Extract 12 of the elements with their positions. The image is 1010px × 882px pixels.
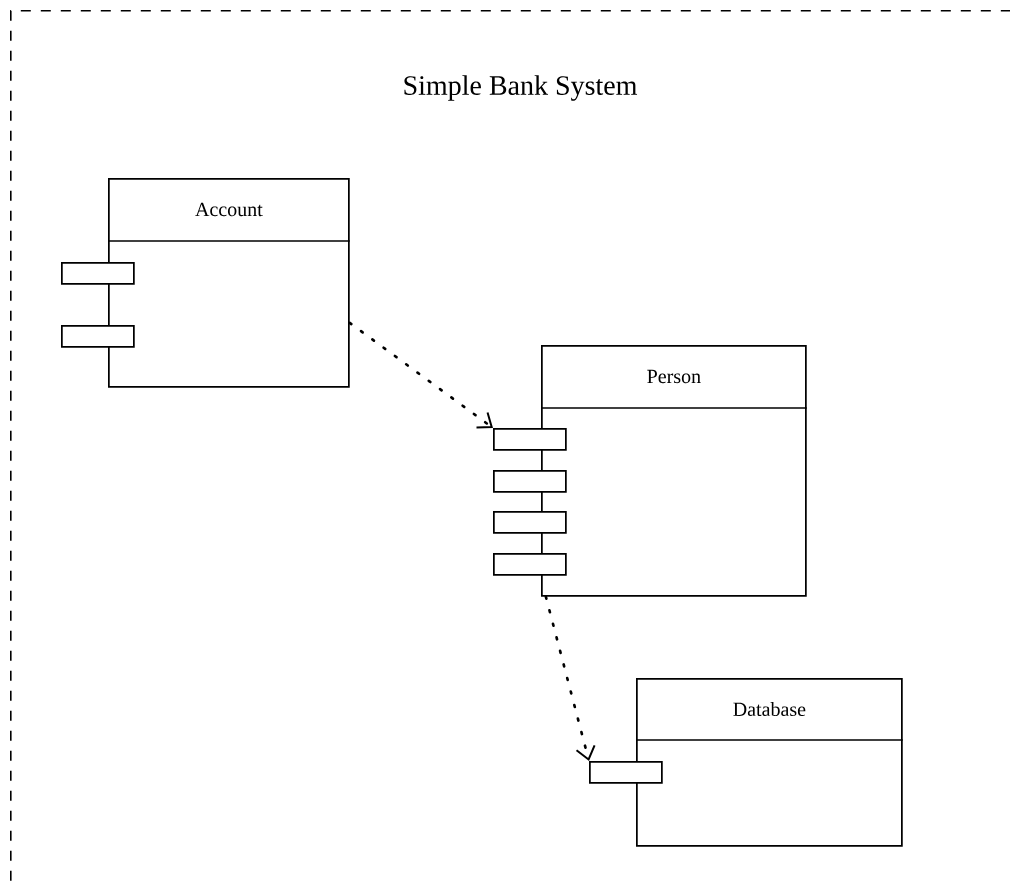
port-box: [493, 470, 567, 493]
port-box: [493, 428, 567, 451]
port-box: [493, 553, 567, 576]
port-box: [61, 262, 135, 285]
component-box: Person: [540, 345, 808, 597]
dependency-arrow: [544, 595, 596, 761]
port-box: [589, 761, 663, 784]
port-box: [61, 325, 135, 348]
component-box: Account: [107, 178, 351, 388]
dependency-arrow: [348, 321, 493, 429]
component-box: Database: [635, 678, 904, 847]
port-box: [493, 511, 567, 534]
